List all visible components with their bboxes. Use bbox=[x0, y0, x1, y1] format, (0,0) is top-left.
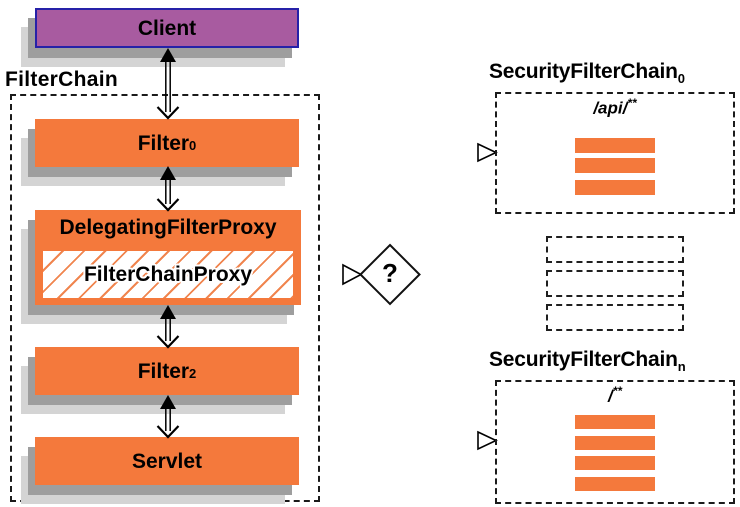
filterchain-label: FilterChain bbox=[5, 68, 118, 91]
chain-ellipsis-row bbox=[546, 304, 684, 331]
filter0-subscript: 0 bbox=[189, 137, 197, 153]
chain-ellipsis-row bbox=[546, 236, 684, 263]
chain0-filter-bar bbox=[575, 180, 655, 195]
chain-n-pattern-superscript: ** bbox=[612, 384, 623, 398]
client-label: Client bbox=[35, 8, 299, 48]
chain-n-filter-bar bbox=[575, 415, 655, 429]
client-box: Client bbox=[21, 8, 299, 67]
dfp-face: DelegatingFilterProxy FilterChainProxy bbox=[35, 210, 301, 305]
security-filter-chain0-title: SecurityFilterChain0 bbox=[489, 60, 685, 85]
chain-n-title-subscript: n bbox=[677, 359, 686, 375]
chain-n-pattern-text: / bbox=[607, 386, 613, 406]
chain-ellipsis-row bbox=[546, 270, 684, 297]
security-filter-chain-n-title: SecurityFilterChainn bbox=[489, 348, 686, 373]
arrowhead-into-chain-n bbox=[477, 430, 498, 451]
delegating-filter-proxy-box: DelegatingFilterProxy FilterChainProxy bbox=[21, 210, 301, 324]
decision-question-label: ? bbox=[382, 258, 398, 288]
filter-chain-proxy-box: FilterChainProxy bbox=[43, 251, 293, 298]
arrowhead-into-diamond bbox=[342, 263, 363, 286]
servlet-box: Servlet bbox=[21, 437, 299, 504]
servlet-label: Servlet bbox=[35, 437, 299, 485]
arrowhead-into-chain0 bbox=[477, 142, 498, 163]
delegating-filter-proxy-label: DelegatingFilterProxy bbox=[59, 216, 277, 239]
chain0-url-pattern: /api/** bbox=[497, 97, 733, 119]
chain-n-url-pattern: /** bbox=[497, 385, 733, 407]
chain-n-filter-bar bbox=[575, 436, 655, 450]
security-filter-chain0-box: /api/** bbox=[495, 92, 735, 214]
chain0-title-text: SecurityFilterChain bbox=[489, 60, 678, 83]
chain0-title-subscript: 0 bbox=[677, 71, 685, 87]
chain0-filter-bar bbox=[575, 158, 655, 173]
filter2-subscript: 2 bbox=[189, 365, 197, 381]
filter0-text: Filter bbox=[137, 131, 190, 155]
security-filter-chain-n-box: /** bbox=[495, 380, 735, 504]
filter-chain-proxy-label: FilterChainProxy bbox=[83, 263, 253, 286]
chain0-filter-bar bbox=[575, 138, 655, 153]
chain-n-filter-bar bbox=[575, 456, 655, 470]
chain0-pattern-text: /api/ bbox=[593, 98, 628, 118]
filter2-text: Filter bbox=[137, 359, 190, 383]
chain0-pattern-superscript: ** bbox=[627, 96, 637, 110]
chain-n-title-text: SecurityFilterChain bbox=[489, 348, 678, 371]
chain-n-filter-bar bbox=[575, 477, 655, 491]
